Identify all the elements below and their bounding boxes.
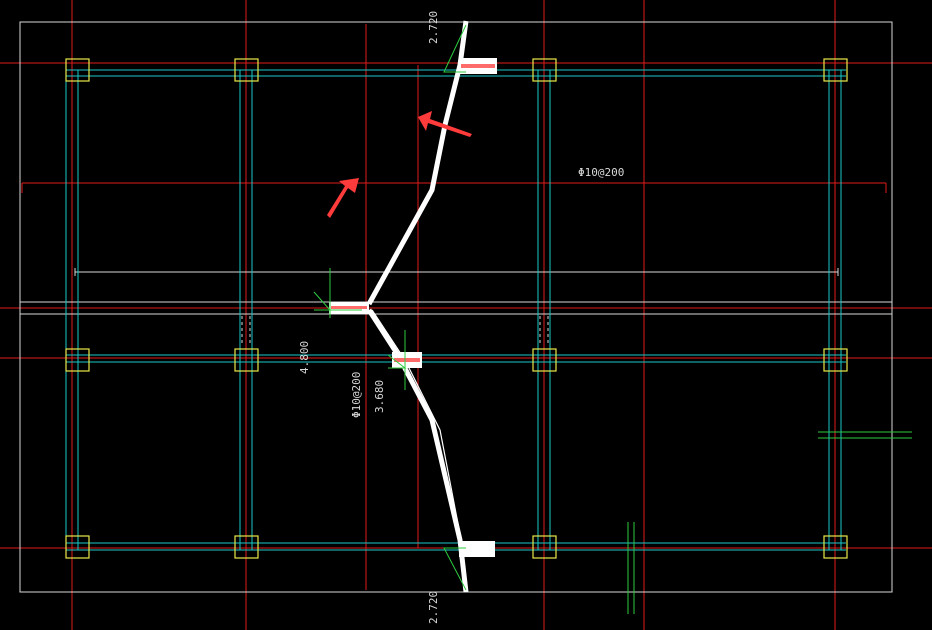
- column: [65, 348, 90, 372]
- slab-outline: [19, 21, 893, 593]
- column: [823, 348, 848, 372]
- rebar-vertical-label: Φ10@200: [350, 372, 363, 418]
- elevation-markers: [313, 24, 912, 614]
- annotation-arrows: [327, 111, 472, 218]
- top-elevation-label: 2.720: [427, 11, 440, 44]
- stair-lower-flight: [366, 308, 469, 593]
- landing-lower-hatch: [394, 358, 420, 362]
- rebar-dimension-horizontal: [21, 182, 887, 193]
- left-elevation-label: 4.800: [298, 341, 311, 374]
- column: [65, 58, 90, 82]
- column: [532, 348, 557, 372]
- column: [532, 535, 557, 559]
- column: [823, 58, 848, 82]
- cyan-beams: [65, 69, 846, 551]
- column: [823, 535, 848, 559]
- span-dimension-line: [74, 268, 839, 276]
- column: [65, 535, 90, 559]
- column: [234, 58, 259, 82]
- mid-elevation-label: 3.680: [373, 380, 386, 413]
- landing-top-hatch: [461, 64, 495, 68]
- bottom-elevation-label: 2.720: [427, 591, 440, 624]
- landing-bottom: [459, 541, 495, 557]
- column: [532, 58, 557, 82]
- columns: [65, 58, 848, 559]
- rebar-horizontal-label: Φ10@200: [578, 166, 624, 179]
- column: [234, 535, 259, 559]
- landings: [329, 58, 497, 557]
- column: [234, 348, 259, 372]
- red-arrow-icon: [327, 178, 359, 218]
- landing-mid-hatch: [331, 306, 367, 309]
- beam-dashes: [241, 316, 549, 346]
- mid-beam: [20, 301, 892, 315]
- red-arrow-icon: [418, 111, 472, 137]
- stair-lower-edge: [371, 309, 465, 556]
